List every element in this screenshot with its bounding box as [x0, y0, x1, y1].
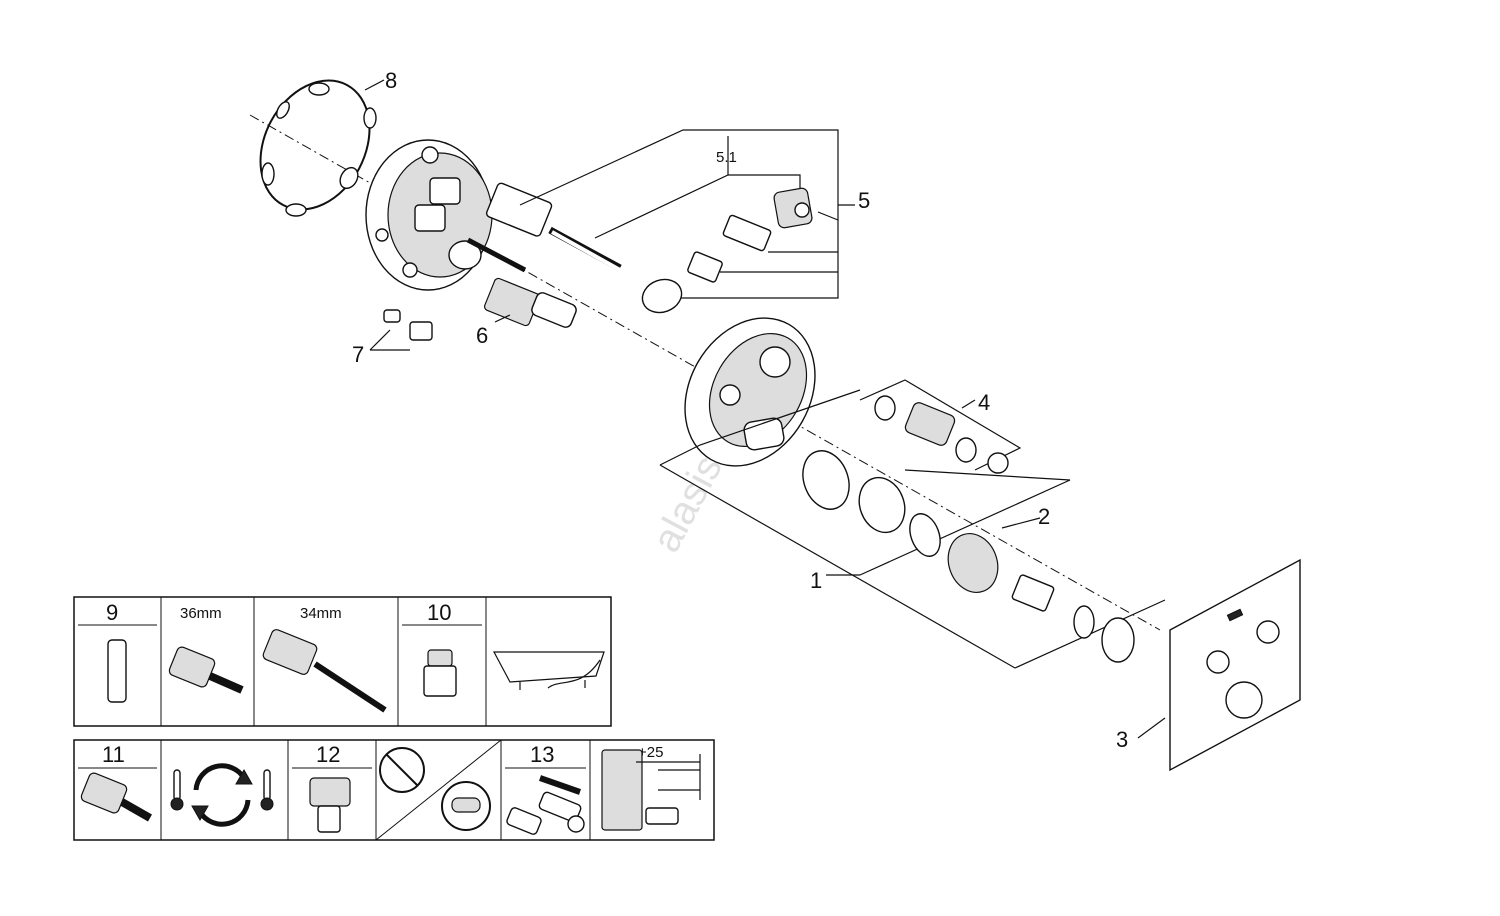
cartridge-36mm-icon [168, 646, 244, 694]
mounting-plate [684, 317, 816, 467]
callout-2: 2 [1038, 504, 1050, 529]
faceplate-part-3 [1169, 558, 1301, 772]
gasket-ring-part-8 [259, 79, 377, 217]
diverter-cartridge [485, 182, 622, 272]
check-valve-icon [423, 649, 457, 697]
extension-sleeve [722, 214, 772, 252]
adapter-ring [687, 251, 723, 283]
callout-7: 7 [352, 342, 364, 367]
valve-body [365, 139, 527, 291]
installation-depth-icon [601, 749, 701, 831]
spindle-adapter [1011, 574, 1055, 612]
legend-11: 11 [102, 742, 125, 767]
no-grease-icon [379, 747, 491, 831]
cycle-arrows-icon [191, 763, 253, 827]
spindle-extension [904, 402, 956, 446]
faceplate-part-icon [309, 777, 351, 833]
callout-1: 1 [810, 568, 822, 593]
callout-5: 5 [858, 188, 870, 213]
cartridge-icon [80, 772, 152, 822]
bathtub-icon [493, 651, 605, 690]
thermometer-icon [170, 769, 274, 811]
callout-4: 4 [978, 390, 990, 415]
legend-13: 13 [530, 742, 554, 767]
legend-12: 12 [316, 742, 340, 767]
callout-6: 6 [476, 323, 488, 348]
legend-36mm: 36mm [180, 605, 222, 622]
legend-table-1: 9 36mm 34mm 10 [73, 596, 612, 727]
check-valves-part-7 [383, 309, 433, 341]
cartridge-34mm-icon [262, 629, 387, 713]
control-knob [947, 533, 999, 593]
legend-plus-25: +25 [638, 744, 663, 761]
legend-9: 9 [106, 600, 118, 625]
callout-5-1: 5.1 [716, 149, 737, 166]
cover-sleeve [858, 476, 906, 534]
seal-ring [909, 513, 941, 557]
callout-3: 3 [1116, 727, 1128, 752]
sleeve-icon [107, 639, 127, 703]
cap-part [773, 187, 813, 229]
o-ring [874, 395, 896, 421]
legend-table-2: 11 12 13 +25 [73, 739, 715, 841]
callout-8: 8 [385, 68, 397, 93]
threaded-sleeve [802, 450, 850, 510]
legend-10: 10 [427, 600, 451, 625]
nut-ring [641, 278, 683, 314]
knob-cap [1101, 617, 1135, 663]
service-parts-icon [506, 775, 585, 835]
thermostatic-cartridge-part-6 [483, 277, 577, 328]
legend-34mm: 34mm [300, 605, 342, 622]
